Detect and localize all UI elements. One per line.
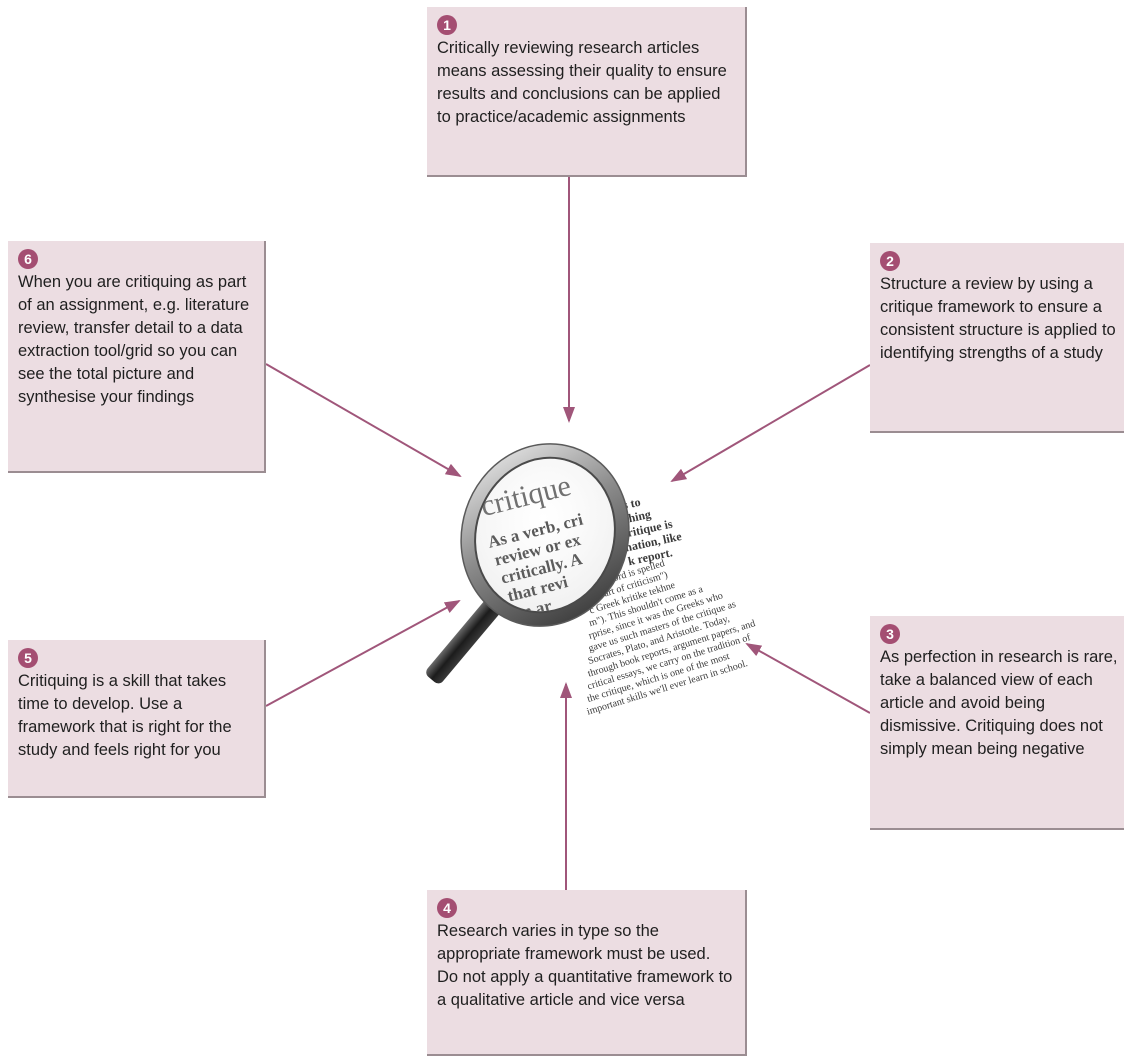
info-box-text: Critically reviewing research articles m… [437, 39, 727, 126]
magnifying-glass-icon: critique As a verb, crireview or excriti… [426, 443, 630, 684]
info-box-1: 1 Critically reviewing research articles… [427, 7, 747, 177]
definition-bold-text: ns toethingcritique isnation, likek repo… [615, 488, 686, 569]
arrow-box-6 [265, 363, 462, 477]
arrow-box-2 [670, 364, 871, 483]
step-number-badge: 2 [880, 251, 900, 271]
info-box-5: 5 Critiquing is a skill that takes time … [8, 640, 266, 798]
info-box-2: 2 Structure a review by using a critique… [870, 243, 1124, 433]
info-box-text: Research varies in type so the appropria… [437, 922, 733, 1009]
info-box-text: When you are critiquing as part of an as… [18, 273, 250, 406]
info-box-6: 6 When you are critiquing as part of an … [8, 241, 266, 473]
info-box-text: Structure a review by using a critique f… [880, 275, 1116, 362]
step-number-badge: 4 [437, 898, 457, 918]
step-number-badge: 1 [437, 15, 457, 35]
info-box-3: 3 As perfection in research is rare, tak… [870, 616, 1124, 830]
arrow-box-3 [745, 643, 871, 714]
info-box-text: Critiquing is a skill that takes time to… [18, 672, 232, 759]
info-box-text: As perfection in research is rare, take … [880, 648, 1118, 758]
step-number-badge: 3 [880, 624, 900, 644]
step-number-badge: 5 [18, 648, 38, 668]
arrow-box-5 [265, 600, 461, 707]
step-number-badge: 6 [18, 249, 38, 269]
info-box-4: 4 Research varies in type so the appropr… [427, 890, 747, 1056]
